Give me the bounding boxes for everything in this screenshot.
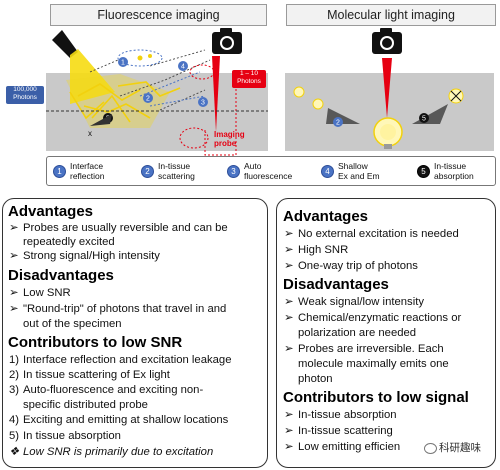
- svg-text:1: 1: [121, 60, 125, 67]
- camera-icon-left: [212, 28, 242, 54]
- right-contrib-1: ➢In-tissue absorption: [284, 409, 397, 421]
- lightbulb-icon-right: [448, 88, 464, 104]
- right-adv-1: ➢No external excitation is needed: [284, 228, 459, 240]
- molecular-summary-box: [276, 198, 496, 468]
- imaging-probe-circle: [179, 127, 209, 149]
- left-dis-1: ➢Low SNR: [9, 287, 71, 299]
- red-signal-arrow-right: [382, 58, 392, 118]
- left-adv-1-cont: repeatedly excited: [23, 236, 115, 248]
- right-contributors-title: Contributors to low signal: [283, 389, 469, 406]
- svg-text:2: 2: [146, 96, 150, 103]
- wechat-icon: [424, 442, 437, 454]
- camera-icon-right: [372, 28, 402, 54]
- right-dis-3-cont: molecule maximally emits one: [298, 358, 449, 370]
- left-adv-1: ➢Probes are usually reversible and can b…: [9, 222, 228, 234]
- lightbulb-icon-center: [373, 117, 403, 149]
- left-contrib-2: 2)In tissue scattering of Ex light: [9, 369, 170, 381]
- left-conclusion: ❖Low SNR is primarily due to excitation: [9, 446, 214, 458]
- blue-arrows: [139, 71, 206, 107]
- watermark: 科研趣味: [424, 440, 481, 455]
- svg-text:5: 5: [422, 116, 426, 123]
- red-emission-arrow: [212, 56, 220, 132]
- right-adv-2: ➢High SNR: [284, 244, 349, 256]
- left-adv-2: ➢Strong signal/High intensity: [9, 250, 160, 262]
- left-advantages-title: Advantages: [8, 203, 94, 220]
- right-disadvantages-title: Disadvantages: [283, 276, 389, 293]
- left-contrib-1: 1)Interface reflection and excitation le…: [9, 354, 232, 366]
- left-contrib-3-cont: specific distributed probe: [23, 399, 148, 411]
- left-disadvantages-title: Disadvantages: [8, 267, 114, 284]
- right-dis-3-cont2: photon: [298, 373, 333, 385]
- fluorescence-diagram: 1 2 3 4 5 x 2 5: [46, 28, 464, 156]
- photons-out-label: 1 – 10 Photons: [232, 70, 266, 88]
- right-adv-3: ➢One-way trip of photons: [284, 260, 418, 272]
- right-contrib-2: ➢In-tissue scattering: [284, 425, 393, 437]
- photons-in-label: 100,000 Photons: [6, 86, 44, 104]
- lightbulb-icon-left: [293, 86, 324, 110]
- excitation-glow: [66, 74, 170, 128]
- left-contrib-4: 4)Exciting and emitting at shallow locat…: [9, 414, 229, 426]
- svg-text:2: 2: [336, 120, 340, 127]
- right-dis-2-cont: polarization are needed: [298, 327, 417, 339]
- fluorescence-title: Fluorescence imaging: [50, 4, 267, 26]
- right-dis-3: ➢Probes are irreversible. Each: [284, 343, 444, 355]
- right-contrib-3: ➢Low emitting efficien: [284, 441, 401, 453]
- fluorescence-summary-box: [2, 198, 268, 468]
- red-dashed-path: [204, 88, 237, 156]
- left-contrib-5: 5)In tissue absorption: [9, 430, 121, 442]
- right-advantages-title: Advantages: [283, 208, 369, 225]
- molecular-title: Molecular light imaging: [286, 4, 496, 26]
- right-dis-2: ➢Chemical/enzymatic reactions or: [284, 312, 462, 324]
- left-contributors-title: Contributors to low SNR: [8, 334, 183, 351]
- right-dis-1: ➢Weak signal/low intensity: [284, 296, 424, 308]
- left-dis-2: ➢"Round-trip" of photons that travel in …: [9, 303, 227, 315]
- imaging-probe-label: Imaging probe: [214, 130, 245, 148]
- left-dis-2-cont: out of the specimen: [23, 318, 122, 330]
- svg-text:4: 4: [181, 64, 185, 71]
- flashlight-icon: [52, 30, 115, 104]
- left-contrib-3: 3)Auto-fluorescence and exciting non-: [9, 384, 204, 396]
- svg-text:3: 3: [201, 100, 205, 107]
- absorption-marker: x: [88, 129, 92, 138]
